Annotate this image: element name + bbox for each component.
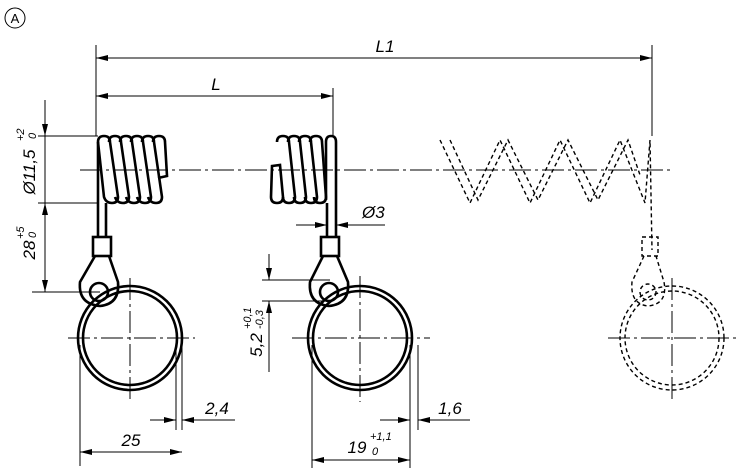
svg-text:Ø3: Ø3 [361, 203, 385, 222]
dimension-eye-hole: 5,2 +0,1-0,3 [242, 254, 330, 372]
svg-text:1,6: 1,6 [438, 399, 462, 418]
svg-text:0: 0 [27, 132, 39, 139]
spring-compressed [68, 134, 195, 402]
svg-text:L: L [211, 75, 220, 94]
svg-text:+1,1: +1,1 [370, 431, 392, 443]
svg-text:5,2: 5,2 [247, 333, 266, 357]
svg-text:19: 19 [348, 438, 367, 457]
svg-text:L1: L1 [376, 37, 395, 56]
svg-text:-0,3: -0,3 [254, 309, 266, 329]
view-label: A [4, 7, 26, 29]
dimension-ring-diameter-2: 19 +1,1 0 1,6 [311, 345, 470, 468]
svg-text:+0,1: +0,1 [242, 307, 254, 329]
svg-text:Ø11,5: Ø11,5 [20, 149, 39, 196]
svg-text:2,4: 2,4 [204, 399, 229, 418]
svg-text:+5: +5 [15, 226, 27, 239]
spring-partial [269, 134, 430, 402]
svg-text:A: A [11, 11, 20, 26]
dimension-L1: L1 [95, 37, 653, 136]
svg-text:0: 0 [372, 446, 379, 458]
svg-text:25: 25 [121, 431, 141, 450]
dimension-ring-diameter-1: 25 2,4 [79, 345, 235, 466]
svg-text:28: 28 [20, 240, 39, 260]
dimension-L: L [96, 75, 334, 136]
spring-extended-phantom [439, 138, 740, 402]
svg-text:+2: +2 [15, 128, 27, 141]
svg-text:0: 0 [27, 231, 39, 238]
dimension-wire-diameter: Ø3 [296, 203, 385, 228]
